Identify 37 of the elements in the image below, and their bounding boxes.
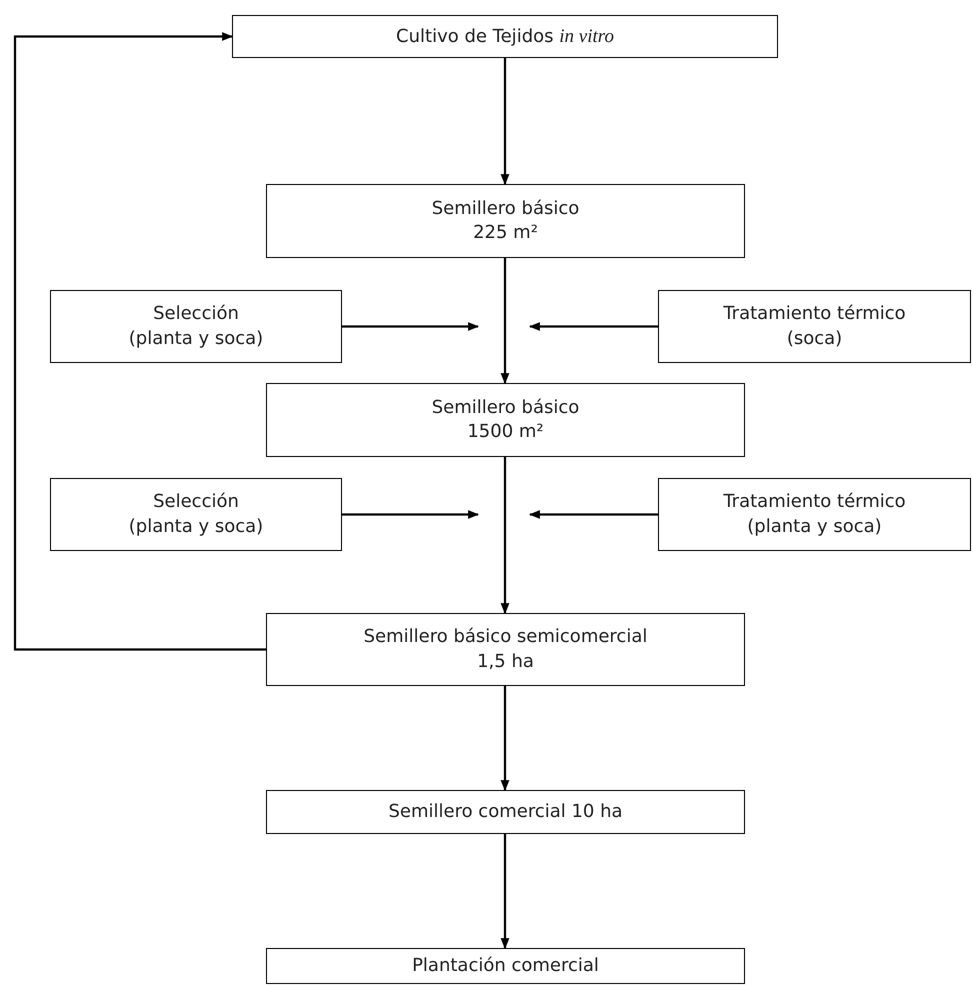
- box-text: Selección: [153, 302, 239, 326]
- process-box: [658, 290, 971, 363]
- box-text: (planta y soca): [747, 514, 882, 538]
- process-box: [266, 383, 745, 457]
- process-box: [266, 184, 745, 258]
- arrow: [500, 834, 510, 950]
- box-text: Tratamiento térmico: [723, 302, 906, 326]
- box-text: Cultivo de Tejidos in vitro: [396, 24, 614, 49]
- box-text: Semillero básico: [432, 396, 580, 420]
- box-text: Semillero básico: [432, 196, 580, 221]
- arrow: [14, 32, 266, 651]
- process-box: [266, 948, 745, 984]
- arrow: [500, 258, 510, 384]
- process-box: [232, 15, 778, 58]
- arrow: [528, 322, 658, 331]
- arrow: [500, 686, 510, 792]
- box-text: Semillero comercial 10 ha: [388, 800, 623, 824]
- box-text: 225 m²: [473, 221, 538, 245]
- arrow: [342, 322, 480, 331]
- box-text: (planta y soca): [128, 326, 264, 350]
- process-box: [50, 478, 342, 551]
- box-text: 1,5 ha: [477, 650, 534, 674]
- box-text: Tratamiento térmico: [723, 490, 906, 514]
- process-box: [50, 290, 342, 363]
- process-box: [658, 478, 971, 551]
- arrow: [342, 510, 480, 519]
- arrow: [528, 510, 658, 519]
- arrow: [500, 457, 510, 614]
- box-text: (soca): [786, 326, 842, 350]
- box-text: Semillero básico semicomercial: [364, 625, 648, 650]
- process-box: [266, 613, 745, 686]
- arrow: [500, 58, 510, 186]
- box-text: 1500 m²: [467, 420, 544, 444]
- box-text: (planta y soca): [128, 514, 264, 538]
- box-text: Plantación comercial: [412, 954, 599, 978]
- process-box: [266, 790, 745, 834]
- box-text: Selección: [153, 490, 239, 514]
